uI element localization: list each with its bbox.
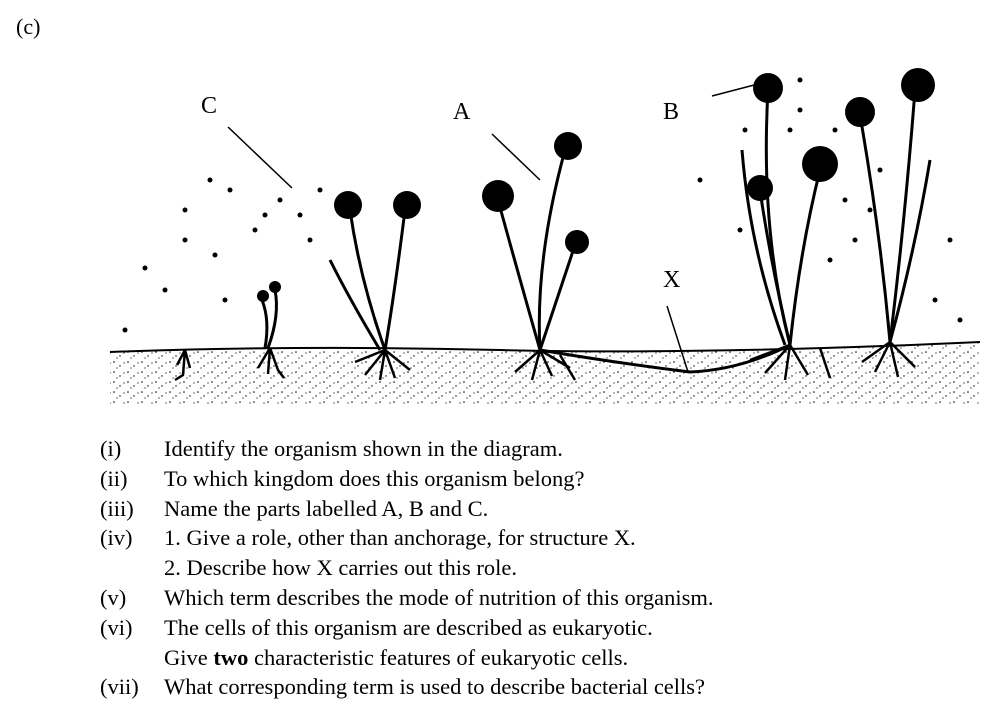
sporangia <box>257 68 935 302</box>
bread-mould-diagram: C A B X <box>109 68 981 405</box>
rhizoids <box>174 340 916 382</box>
question-list: (i) Identify the organism shown in the d… <box>100 434 713 702</box>
question-iii: (iii) Name the parts labelled A, B and C… <box>100 495 489 521</box>
question-vii: (vii) What corresponding term is used to… <box>100 674 706 700</box>
label-c: C <box>201 93 217 119</box>
question-iv-1: (iv) 1. Give a role, other than anchorag… <box>100 525 636 551</box>
question-iv-2: 2. Describe how X carries out this role. <box>164 555 518 581</box>
question-part-label: (c) <box>16 14 41 39</box>
label-b: B <box>663 99 679 125</box>
question-vi: (vi) The cells of this organism are desc… <box>100 614 653 640</box>
question-v: (v) Which term describes the mode of nut… <box>100 584 714 610</box>
spores <box>122 77 963 333</box>
question-i: (i) Identify the organism shown in the d… <box>100 436 563 461</box>
sporangiophores <box>260 89 932 351</box>
stolon-x <box>539 343 791 374</box>
label-a: A <box>453 99 471 125</box>
label-leaders <box>227 83 759 373</box>
question-ii: (ii) To which kingdom does this organism… <box>100 465 585 491</box>
label-x: X <box>663 267 680 293</box>
emphasis-two: two <box>213 644 249 670</box>
question-vi-continued: Give two characteristic features of euka… <box>164 644 629 670</box>
